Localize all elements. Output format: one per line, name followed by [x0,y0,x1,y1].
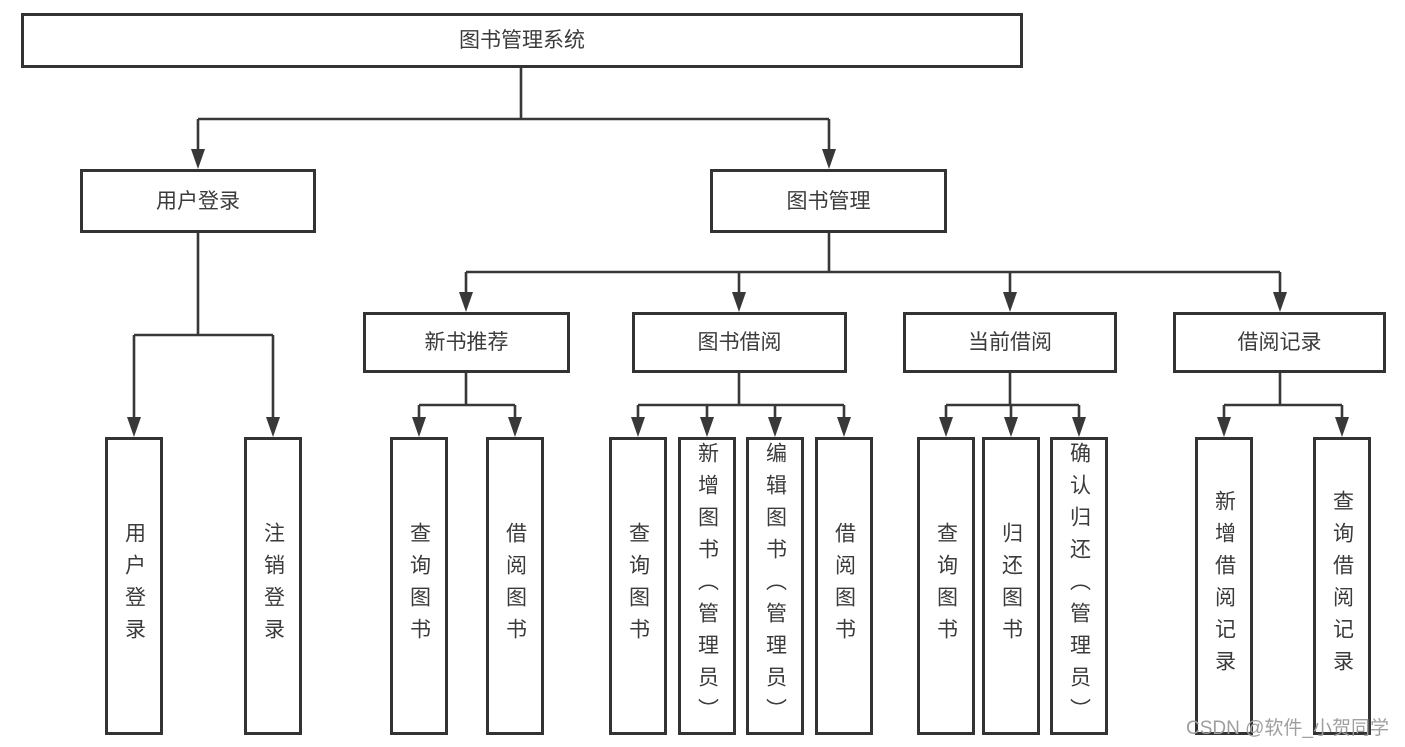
leaf-cb-query-books-label: 查询图书 [934,522,958,650]
node-book-borrow: 图书借阅 [632,312,847,373]
node-current-borrow: 当前借阅 [903,312,1117,373]
leaf-nbr-query-books-label: 查询图书 [407,522,431,650]
node-new-book-recommend: 新书推荐 [363,312,570,373]
leaf-nbr-query-books: 查询图书 [390,437,448,735]
leaf-cb-query-books: 查询图书 [917,437,975,735]
leaf-bb-edit-books-admin: 编辑图书（管理员） [746,437,804,735]
watermark: CSDN @软件_小贺同学 [1186,718,1389,739]
leaf-user-login: 用户登录 [105,437,163,735]
leaf-cb-return-books: 归还图书 [982,437,1040,735]
node-user-login-label: 用户登录 [156,189,240,213]
leaf-bb-query-books: 查询图书 [609,437,667,735]
leaf-cb-confirm-return-admin-label: 确认归还（管理员） [1067,442,1091,730]
leaf-bb-add-books-admin-label: 新增图书（管理员） [695,442,719,730]
leaf-cb-confirm-return-admin: 确认归还（管理员） [1050,437,1108,735]
leaf-user-login-label: 用户登录 [122,522,146,650]
leaf-bb-borrow-books-label: 借阅图书 [832,522,856,650]
leaf-bb-add-books-admin: 新增图书（管理员） [678,437,736,735]
node-borrow-records-label: 借阅记录 [1237,331,1322,354]
leaf-nbr-borrow-books-label: 借阅图书 [503,522,527,650]
node-book-management: 图书管理 [710,169,947,233]
node-current-borrow-label: 当前借阅 [968,331,1052,354]
leaf-bb-query-books-label: 查询图书 [626,522,650,650]
leaf-cb-return-books-label: 归还图书 [999,522,1023,650]
node-root-label: 图书管理系统 [459,29,585,52]
node-new-book-recommend-label: 新书推荐 [424,331,509,354]
node-borrow-records: 借阅记录 [1173,312,1386,373]
leaf-bb-borrow-books: 借阅图书 [815,437,873,735]
node-book-borrow-label: 图书借阅 [697,331,782,354]
leaf-br-add-record-label: 新增借阅记录 [1212,490,1236,682]
leaf-bb-edit-books-admin-label: 编辑图书（管理员） [763,442,787,730]
leaf-br-query-record-label: 查询借阅记录 [1330,490,1354,682]
leaf-nbr-borrow-books: 借阅图书 [486,437,544,735]
node-user-login: 用户登录 [80,169,316,233]
leaf-logout: 注销登录 [244,437,302,735]
arrowheads [127,149,1349,437]
leaf-br-query-record: 查询借阅记录 [1313,437,1371,735]
leaf-br-add-record: 新增借阅记录 [1195,437,1253,735]
node-book-management-label: 图书管理 [786,189,871,213]
leaf-logout-label: 注销登录 [261,522,285,650]
node-root: 图书管理系统 [21,13,1023,68]
